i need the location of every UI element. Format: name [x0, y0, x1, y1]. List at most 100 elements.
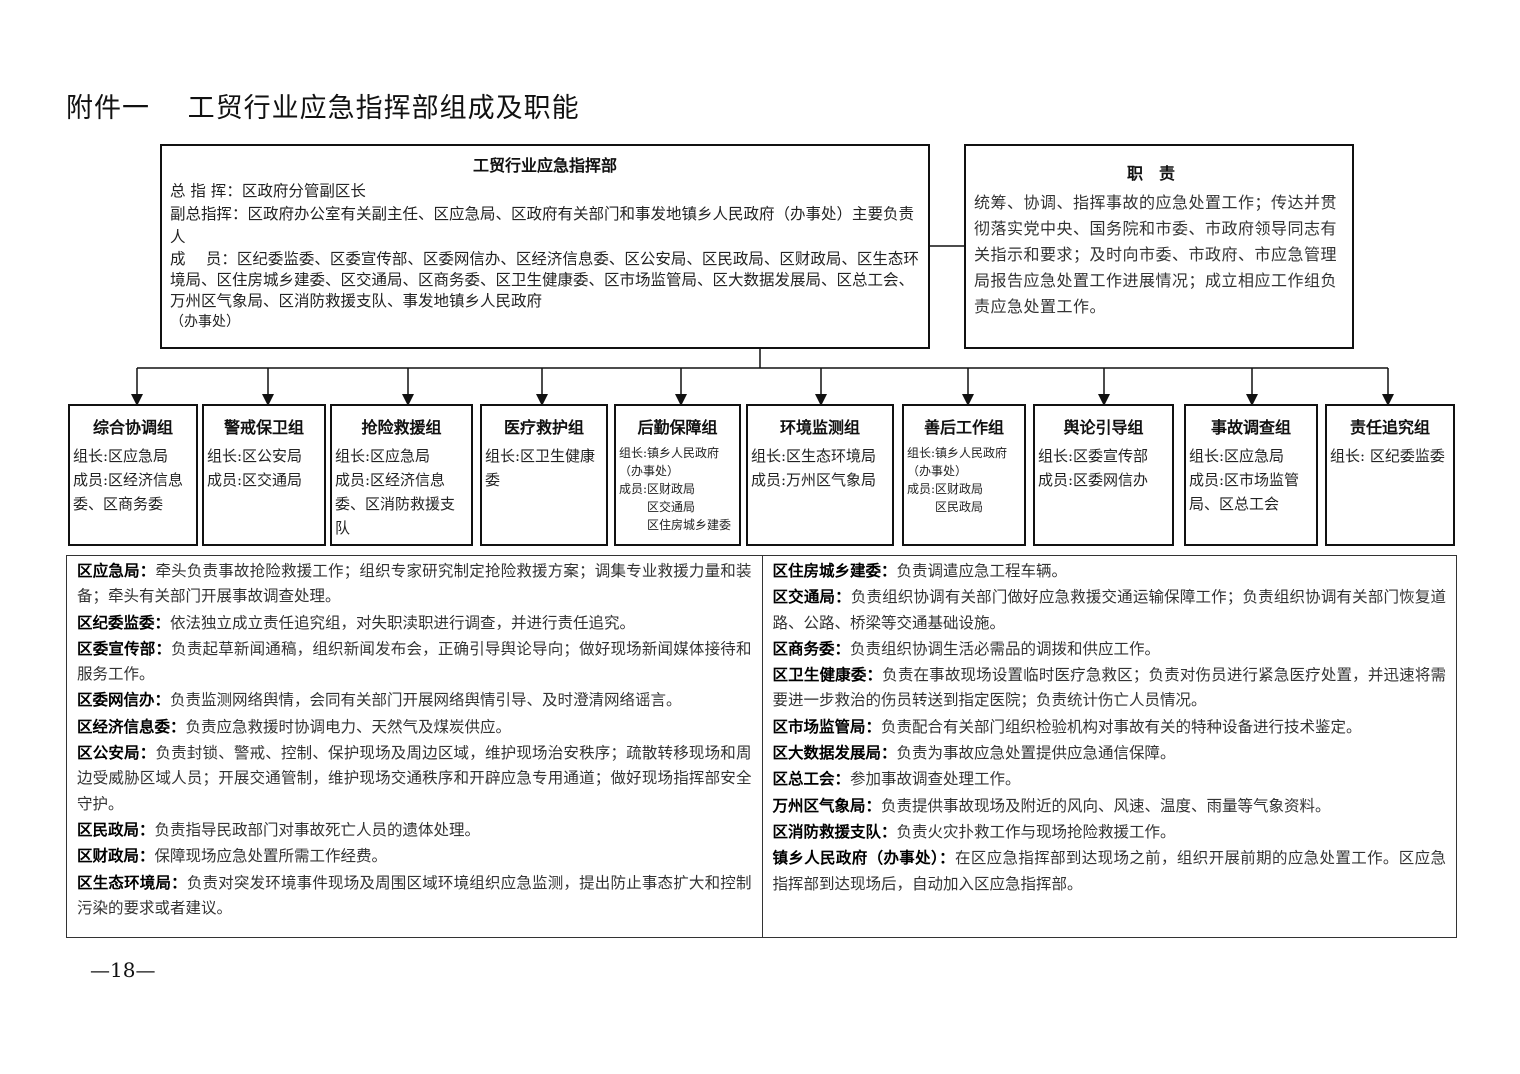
group-member-line: 组长:镇乡人民政府（办事处）	[619, 446, 720, 478]
group-box-8: 舆论引导组组长:区委宣传部成员:区委网信办	[1033, 404, 1174, 546]
department-duty: 负责配合有关部门组织检验机构对事故有关的特种设备进行技术鉴定。	[881, 717, 1362, 736]
department-duty: 负责调遣应急工程车辆。	[896, 562, 1068, 580]
department-name: 万州区气象局：	[772, 795, 882, 815]
department-duty: 负责指导民政部门对事故死亡人员的遗体处理。	[154, 820, 481, 839]
group-title: 综合协调组	[92, 418, 173, 437]
duty-entry: 区应急局：牵头负责事故抢险救援工作；组织专家研究制定抢险救援方案；调集专业救援力…	[77, 558, 752, 610]
group-members: 组长:镇乡人民政府（办事处）成员:区财政局区交通局区住房城乡建委	[619, 444, 736, 534]
group-box-3: 抢险救援组组长:区应急局成员:区经济信息委、区消防救援支队	[330, 404, 473, 546]
headquarters-box: 工贸行业应急指挥部 总 指 挥：区政府分管副区长 副总指挥：区政府办公室有关副主…	[160, 144, 930, 349]
group-member-line: 组长:区应急局	[1189, 447, 1285, 465]
department-name: 区市场监管局：	[772, 716, 882, 736]
group-members: 组长:区应急局成员:区经济信息委、区消防救援支队	[335, 444, 468, 540]
department-duties-table: 区应急局：牵头负责事故抢险救援工作；组织专家研究制定抢险救援方案；调集专业救援力…	[66, 555, 1457, 938]
duty-entry: 区总工会：参加事故调查处理工作。	[773, 766, 1447, 792]
headquarters-title: 工贸行业应急指挥部	[472, 156, 617, 175]
department-name: 区生态环境局：	[77, 872, 187, 892]
group-box-1: 综合协调组组长:区应急局成员:区经济信息委、区商务委	[68, 404, 198, 546]
group-member-line: 成员:区委网信办	[1038, 471, 1149, 489]
duty-box: 职责 统筹、协调、指挥事故的应急处置工作；传达并贯彻落实党中央、国务院和市委、市…	[964, 144, 1354, 349]
group-member-line: 组长:镇乡人民政府（办事处）	[907, 446, 1008, 478]
department-name: 区应急局：	[77, 561, 156, 580]
duties-right-column: 区住房城乡建委：负责调遣应急工程车辆。区交通局：负责组织协调有关部门做好应急救援…	[761, 556, 1457, 937]
department-name: 区委网信办：	[77, 690, 171, 710]
group-members: 组长:区卫生健康委	[485, 444, 603, 492]
department-duty: 负责组织协调有关部门做好应急救援交通运输保障工作；负责组织协调有关部门恢复道路、…	[772, 588, 1447, 632]
page-number: —18—	[90, 958, 156, 982]
department-name: 区住房城乡建委：	[772, 561, 897, 580]
group-member-line: 组长:区卫生健康委	[485, 447, 596, 489]
group-title: 舆论引导组	[1063, 418, 1144, 437]
group-box-4: 医疗救护组组长:区卫生健康委	[480, 404, 608, 546]
department-name: 区纪委监委：	[77, 612, 171, 632]
duty-entry: 区大数据发展局：负责为事故应急处置提供应急通信保障。	[773, 740, 1447, 766]
department-name: 区公安局：	[77, 743, 156, 763]
group-member-line: 成员:万州区气象局	[751, 471, 877, 489]
duty-entry: 区纪委监委：依法独立成立责任追究组，对失职渎职进行调查，并进行责任追究。	[77, 610, 752, 636]
group-member-line: 组长:区委宣传部	[1038, 447, 1149, 465]
department-name: 区财政局：	[77, 846, 155, 866]
page-title: 附件一 工贸行业应急指挥部组成及职能	[66, 93, 580, 124]
department-duty: 负责起草新闻通稿，组织新闻发布会，正确引导舆论导向；做好现场新闻媒体接待和服务工…	[77, 639, 752, 684]
department-name: 区卫生健康委：	[772, 665, 883, 685]
group-member-line: 组长:区公安局	[207, 447, 303, 465]
department-duty: 负责火灾扑救工作与现场抢险救援工作。	[896, 822, 1176, 841]
duty-entry: 区生态环境局：负责对突发环境事件现场及周围区域环境组织应急监测，提出防止事态扩大…	[77, 870, 752, 922]
members-tail: （办事处）	[170, 314, 240, 330]
duty-entry: 区商务委：负责组织协调生活必需品的调拨和供应工作。	[773, 636, 1447, 662]
department-duty: 保障现场应急处置所需工作经费。	[154, 847, 388, 866]
group-member-line: 成员:区经济信息委、区商务委	[73, 471, 184, 513]
group-members: 组长:镇乡人民政府（办事处） 成员:区财政局区民政局	[907, 444, 1021, 516]
department-duty: 负责监测网络舆情，会同有关部门开展网络舆情引导、及时澄清网络谣言。	[170, 691, 682, 710]
deputy-commander-line: 副总指挥：区政府办公室有关副主任、区应急局、区政府有关部门和事发地镇乡人民政府（…	[170, 205, 915, 246]
department-name: 区民政局：	[77, 819, 155, 839]
department-duty: 牵头负责事故抢险救援工作；组织专家研究制定抢险救援方案；调集专业救援力量和装备；…	[77, 562, 752, 606]
group-member-line: 成员:区财政局	[907, 482, 984, 496]
duty-title: 职责	[1126, 164, 1191, 183]
group-member-line: 组长:区应急局	[335, 447, 431, 465]
group-title: 善后工作组	[923, 418, 1004, 437]
department-name: 区交通局：	[772, 587, 851, 607]
department-duty: 负责对突发环境事件现场及周围区域环境组织应急监测，提出防止事态扩大和控制污染的要…	[77, 873, 752, 917]
department-name: 区消防救援支队：	[772, 821, 897, 841]
group-members: 组长: 区纪委监委	[1330, 444, 1450, 468]
department-name: 区经济信息委：	[77, 716, 186, 736]
duty-entry: 区住房城乡建委：负责调遣应急工程车辆。	[773, 558, 1447, 584]
group-member-line: 组长:区应急局	[73, 447, 169, 465]
duty-entry: 区经济信息委：负责应急救援时协调电力、天然气及煤炭供应。	[77, 714, 752, 740]
group-members: 组长:区应急局成员:区市场监管局、区总工会	[1189, 444, 1313, 516]
group-title: 环境监测组	[779, 418, 860, 437]
group-member-line: 组长: 区纪委监委	[1330, 447, 1445, 465]
group-box-5: 后勤保障组组长:镇乡人民政府（办事处）成员:区财政局区交通局区住房城乡建委	[614, 404, 741, 546]
group-title: 责任追究组	[1349, 418, 1430, 437]
group-members: 组长:区公安局成员:区交通局	[207, 444, 321, 492]
department-duty: 负责提供事故现场及附近的风向、风速、温度、雨量等气象资料。	[881, 796, 1331, 815]
group-member-line: 成员:区财政局	[619, 482, 696, 496]
department-name: 区委宣传部：	[77, 638, 172, 658]
commander-line: 总 指 挥：区政府分管副区长	[170, 182, 366, 200]
group-box-9: 事故调查组组长:区应急局成员:区市场监管局、区总工会	[1184, 404, 1318, 546]
group-member-line: 区住房城乡建委	[647, 518, 732, 532]
group-member-line: 区民政局	[935, 500, 984, 514]
group-members: 组长:区委宣传部成员:区委网信办	[1038, 444, 1169, 492]
group-members: 组长:区应急局成员:区经济信息委、区商务委	[73, 444, 193, 516]
department-name: 区大数据发展局：	[772, 743, 897, 763]
duty-entry: 区财政局：保障现场应急处置所需工作经费。	[77, 843, 752, 869]
group-box-2: 警戒保卫组组长:区公安局成员:区交通局	[202, 404, 326, 546]
group-members: 组长:区生态环境局成员:万州区气象局	[751, 444, 889, 492]
duty-entry: 区交通局：负责组织协调有关部门做好应急救援交通运输保障工作；负责组织协调有关部门…	[773, 584, 1447, 636]
department-name: 镇乡人民政府（办事处）：	[772, 848, 955, 868]
group-box-6: 环境监测组组长:区生态环境局成员:万州区气象局	[746, 404, 894, 546]
group-title: 医疗救护组	[503, 418, 584, 437]
group-member-line: 成员:区交通局	[207, 471, 303, 489]
group-member-line: 组长:区生态环境局	[751, 447, 877, 465]
group-box-7: 善后工作组组长:镇乡人民政府（办事处） 成员:区财政局区民政局	[902, 404, 1026, 546]
duties-left-column: 区应急局：牵头负责事故抢险救援工作；组织专家研究制定抢险救援方案；调集专业救援力…	[67, 556, 762, 937]
department-duty: 负责为事故应急处置提供应急通信保障。	[896, 744, 1176, 763]
duty-entry: 区委宣传部：负责起草新闻通稿，组织新闻发布会，正确引导舆论导向；做好现场新闻媒体…	[77, 636, 752, 688]
department-duty: 参加事故调查处理工作。	[850, 770, 1021, 789]
department-duty: 在区应急指挥部到达现场之前，组织开展前期的应急处置工作。区应急指挥部到达现场后，…	[772, 849, 1447, 893]
group-box-10: 责任追究组组长: 区纪委监委	[1325, 404, 1455, 546]
department-duty: 负责组织协调生活必需品的调拨和供应工作。	[850, 639, 1161, 658]
duty-entry: 镇乡人民政府（办事处）：在区应急指挥部到达现场之前，组织开展前期的应急处置工作。…	[773, 845, 1447, 897]
